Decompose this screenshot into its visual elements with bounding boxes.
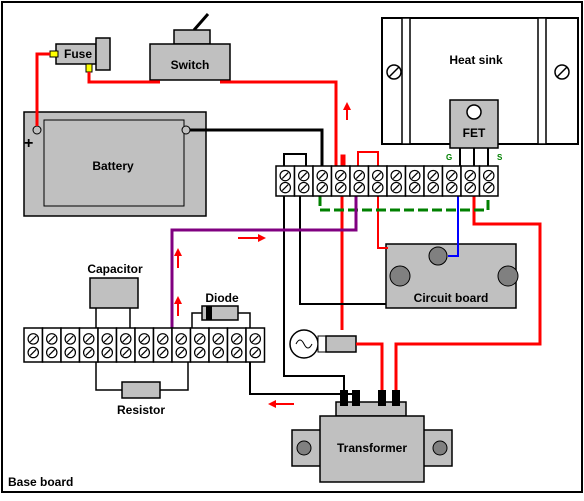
lower-terminal-9 (171, 327, 192, 363)
lower-terminal-2 (41, 327, 62, 363)
lower-terminal-11 (208, 327, 229, 363)
lower-terminal-13 (245, 327, 266, 363)
wire-red-to-circuit-board (377, 196, 388, 249)
resistor-label: Resistor (117, 403, 165, 417)
fuse-label: Fuse (64, 47, 92, 61)
upper-terminal-9 (423, 165, 444, 197)
wire-switch-to-strip (220, 80, 338, 168)
wire-resistor-left (95, 360, 122, 391)
upper-terminal-2 (293, 165, 314, 197)
heat-sink-label: Heat sink (449, 53, 503, 67)
wire-diode-left (191, 312, 202, 330)
upper-terminal-3 (312, 165, 333, 197)
current-arrows (174, 102, 351, 408)
circuit-board-label: Circuit board (414, 291, 489, 305)
diode: Diode (201, 291, 239, 321)
fet-gate-label: G (446, 153, 452, 162)
fet: FET G S (446, 99, 503, 172)
battery-plus-sign: + (24, 135, 33, 152)
lower-terminal-6 (115, 327, 136, 363)
upper-terminal-12 (478, 165, 499, 197)
fet-source-label: S (497, 153, 503, 162)
wires (35, 52, 542, 395)
upper-terminal-1 (275, 165, 296, 197)
upper-terminal-5 (349, 165, 370, 197)
upper-terminal-10 (441, 165, 462, 197)
base-board-label: Base board (8, 475, 73, 489)
lower-terminal-8 (152, 327, 173, 363)
arrow-up-lower (174, 296, 182, 304)
switch-label: Switch (171, 58, 210, 72)
diode-label: Diode (205, 291, 239, 305)
battery-positive-terminal (32, 125, 42, 135)
lower-terminal-7 (134, 327, 155, 363)
lower-terminal-3 (60, 327, 81, 363)
upper-terminal-4 (330, 165, 351, 197)
arrow-left (268, 400, 276, 408)
switch: Switch (149, 13, 231, 81)
upper-terminal-6 (367, 165, 388, 197)
lower-terminal-12 (226, 327, 247, 363)
wire-battery-to-fuse (35, 52, 50, 126)
battery-negative-terminal (181, 125, 191, 135)
wire-resistor-right (160, 360, 189, 391)
wire-black-lower (283, 196, 345, 394)
wire-battery-negative (190, 128, 324, 168)
wire-strip-to-lamp (340, 154, 346, 330)
capacitor-label: Capacitor (87, 262, 143, 276)
wire-diode-right (238, 312, 251, 330)
terminal-strip-lower (23, 327, 266, 363)
wire-diode-to-transformer (249, 360, 356, 395)
terminal-strip-upper (275, 165, 499, 197)
battery-label: Battery (92, 159, 134, 173)
arrow-right-purple (258, 234, 266, 242)
wire-black-to-circuit-board (299, 196, 386, 305)
lamp (289, 329, 357, 359)
lower-terminal-1 (23, 327, 44, 363)
wire-green-ground (318, 196, 490, 212)
fuse: Fuse (49, 37, 111, 73)
arrow-up-left (174, 248, 182, 256)
upper-terminal-8 (404, 165, 425, 197)
transformer-label: Transformer (337, 441, 407, 455)
transformer-terminals (340, 390, 400, 406)
battery: + Battery (23, 111, 207, 217)
fet-label: FET (463, 126, 486, 140)
circuit-board: Circuit board (385, 243, 519, 309)
fet-mount-screw (466, 104, 482, 120)
wire-purple-upper (170, 196, 358, 330)
lower-terminal-5 (97, 327, 118, 363)
wire-blue-gate (448, 196, 459, 257)
wire-black-to-transformer (283, 153, 307, 168)
wire-red-jumper (357, 151, 379, 168)
arrow-up-right (343, 102, 351, 110)
wire-fet-drain-to-transformer (394, 196, 542, 394)
wire-fuse-to-switch (87, 72, 160, 84)
upper-terminal-11 (460, 165, 481, 197)
wire-lamp-to-transformer (356, 342, 384, 394)
upper-terminal-7 (386, 165, 407, 197)
lower-terminal-10 (189, 327, 210, 363)
lower-terminal-4 (78, 327, 99, 363)
capacitor: Capacitor (87, 262, 143, 309)
transformer: Transformer (291, 401, 453, 483)
